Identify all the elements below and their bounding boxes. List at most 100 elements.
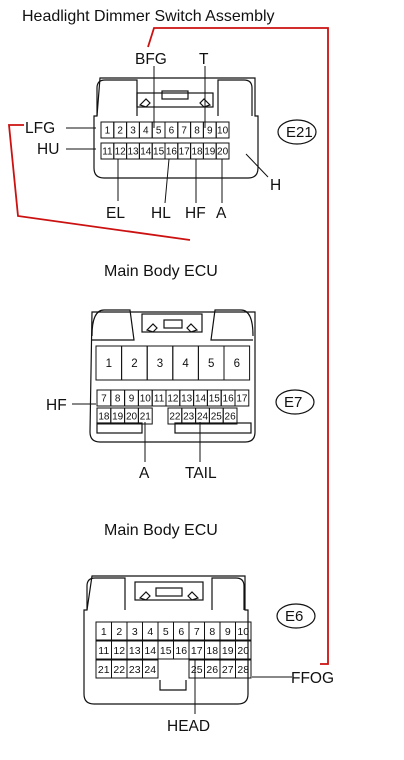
e6-pin-8: 8 <box>209 626 215 638</box>
e7-pin-24: 24 <box>197 412 209 423</box>
e21-pin-18: 18 <box>191 147 203 158</box>
e6-pin-18: 18 <box>206 645 218 657</box>
red-wire-bfg-ffog <box>147 27 329 665</box>
e7-pin-1: 1 <box>106 358 112 370</box>
e6-id-circle <box>276 603 316 629</box>
e6-leader-lines <box>194 659 292 714</box>
e21-signal-t: T <box>199 51 209 68</box>
e7-pin-cell <box>234 389 250 407</box>
e6-pin-28: 28 <box>237 664 249 676</box>
e21-pin-13: 13 <box>127 147 139 158</box>
e6-pin-13: 13 <box>129 645 141 657</box>
e6-pin-2: 2 <box>116 626 122 638</box>
e7-pin-17: 17 <box>236 394 248 405</box>
e21-pin-20: 20 <box>217 147 229 158</box>
e21-leader-lines <box>66 66 269 204</box>
e6-pin-cell <box>142 659 159 679</box>
e7-signal-tail: TAIL <box>185 465 217 482</box>
e7-pin-14: 14 <box>195 394 207 405</box>
e21-signal-hl: HL <box>151 205 171 222</box>
e6-pin-15: 15 <box>160 645 172 657</box>
e7-signal-hf: HF <box>46 397 67 414</box>
e7-pin-15: 15 <box>209 394 221 405</box>
e21-pin-16: 16 <box>166 147 178 158</box>
e6-pin-9: 9 <box>225 626 231 638</box>
e21-id-circle <box>277 119 317 145</box>
e6-connector <box>83 575 249 705</box>
e7-pin-3: 3 <box>157 358 163 370</box>
e6-pin-4: 4 <box>147 626 153 638</box>
e7-pin-5: 5 <box>208 358 214 370</box>
e6-pin-17: 17 <box>191 645 203 657</box>
e6-pin-11: 11 <box>98 645 109 657</box>
e7-pin-18: 18 <box>98 412 110 423</box>
e7-pin-19: 19 <box>112 412 124 423</box>
e6-pin-27: 27 <box>222 664 234 676</box>
e21-pin-cell <box>215 121 230 139</box>
e6-pin-26: 26 <box>206 664 218 676</box>
e21-pin-10: 10 <box>217 126 229 137</box>
e6-pin-3: 3 <box>132 626 138 638</box>
e6-pin-5: 5 <box>163 626 169 638</box>
e21-pin-11: 11 <box>102 147 113 158</box>
e7-pin-2: 2 <box>131 358 137 370</box>
e7-pin-22: 22 <box>169 412 181 423</box>
e7-signal-a: A <box>139 465 150 482</box>
e21-pin-6: 6 <box>169 126 175 137</box>
e6-pin-24: 24 <box>144 664 156 676</box>
e21-pin-3: 3 <box>130 126 136 137</box>
e21-pin-8: 8 <box>194 126 200 137</box>
e7-pin-13: 13 <box>181 394 193 405</box>
e6-connector-id: E6 <box>285 608 303 625</box>
e21-pin-2: 2 <box>117 126 123 137</box>
e21-pin-19: 19 <box>204 147 216 158</box>
e7-leader-lines <box>72 403 201 462</box>
e21-signal-hu: HU <box>37 141 59 158</box>
e7-pin-10: 10 <box>140 394 152 405</box>
e21-signal-el: EL <box>106 205 125 222</box>
e21-connector <box>93 77 259 179</box>
e21-pin-9: 9 <box>207 126 213 137</box>
e7-pin-4: 4 <box>182 358 189 370</box>
e7-pin-7: 7 <box>101 394 107 405</box>
e6-signal-head: HEAD <box>167 718 210 735</box>
red-wire-lfg-hl <box>8 124 191 241</box>
e6-pin-22: 22 <box>113 664 125 676</box>
e21-pin-4: 4 <box>143 126 149 137</box>
e7-connector <box>89 309 256 443</box>
e6-pin-cell <box>235 621 252 641</box>
e6-pin-7: 7 <box>194 626 200 638</box>
e6-pin-6: 6 <box>178 626 184 638</box>
e6-pin-25: 25 <box>191 664 203 676</box>
e21-signal-lfg: LFG <box>25 120 55 137</box>
e7-pin-25: 25 <box>211 412 223 423</box>
e21-pin-7: 7 <box>181 126 187 137</box>
e6-pin-20: 20 <box>237 645 249 657</box>
e6-pin-1: 1 <box>101 626 107 638</box>
e7-title: Main Body ECU <box>104 263 218 280</box>
e7-pin-cell <box>223 345 251 381</box>
e7-pin-12: 12 <box>167 394 179 405</box>
e7-connector-id: E7 <box>284 394 302 411</box>
e21-pin-12: 12 <box>115 147 127 158</box>
e21-pin-17: 17 <box>179 147 191 158</box>
e6-signal-ffog: FFOG <box>291 670 334 687</box>
e6-pin-14: 14 <box>144 645 156 657</box>
e21-signal-a: A <box>216 205 227 222</box>
e6-pin-12: 12 <box>113 645 125 657</box>
e6-title: Main Body ECU <box>104 522 218 539</box>
e21-pin-15: 15 <box>153 147 165 158</box>
e7-pin-16: 16 <box>223 394 235 405</box>
e6-pin-cell <box>235 640 252 660</box>
e7-pin-11: 11 <box>154 394 165 405</box>
e6-pin-23: 23 <box>129 664 141 676</box>
red-wire-group <box>8 27 329 665</box>
e7-id-circle <box>275 389 315 415</box>
e7-pin-9: 9 <box>129 394 135 405</box>
e21-pin-5: 5 <box>156 126 162 137</box>
e6-pin-21: 21 <box>98 664 110 676</box>
